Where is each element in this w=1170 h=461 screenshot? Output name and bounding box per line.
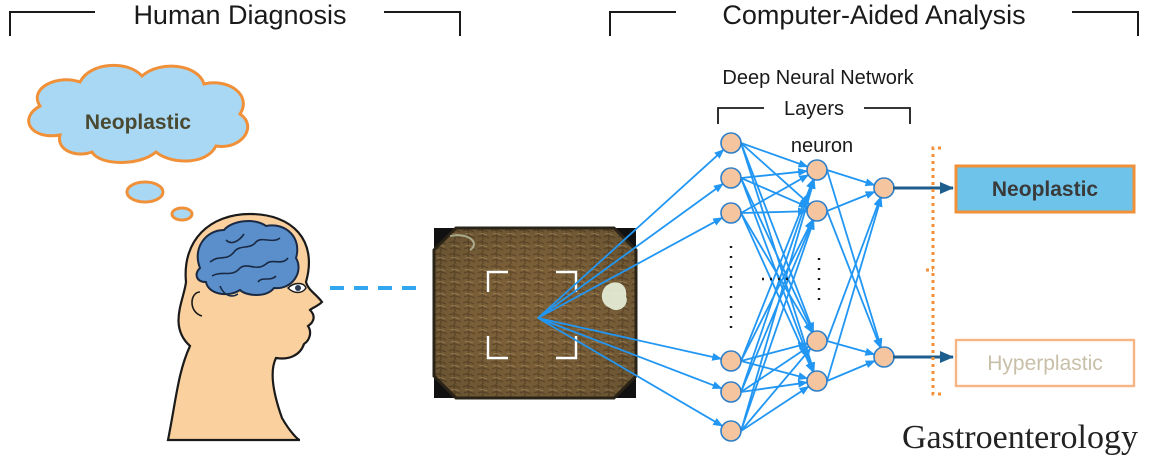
edge-l1-1-to-l2-0 [740, 168, 809, 179]
neuron-layer2-1 [806, 200, 828, 222]
neuron-layer2-2 [806, 330, 828, 352]
neuron-layer2-0 [806, 159, 828, 181]
journal-name: Gastroenterology [902, 419, 1138, 456]
edge-l1-3-to-l2-2 [740, 341, 809, 362]
ellipsis-dots [729, 246, 821, 334]
edge-l1-2-to-l2-0 [740, 174, 810, 214]
header-right-title: Computer-Aided Analysis [722, 0, 1025, 30]
output-box-top [954, 164, 1136, 214]
human-head [166, 212, 324, 442]
bracket-left-start [9, 11, 95, 36]
edge-l2-3-to-l3-0 [826, 196, 883, 382]
neuron-layer1-0 [720, 132, 742, 154]
edge-l1-1-to-l2-1 [740, 177, 809, 208]
edge-l1-5-to-l2-3 [740, 385, 810, 432]
edge-input-to-l1-1 [537, 183, 724, 319]
edge-l2-2-to-l3-1 [826, 340, 876, 356]
bracket-left-end [384, 11, 461, 36]
bracket-right-end [1072, 11, 1139, 36]
neuron-layer3-0 [873, 177, 895, 199]
edge-l2-3-to-l3-1 [826, 360, 876, 382]
cloud-shape [27, 63, 250, 164]
specular-highlight [601, 282, 627, 311]
ear [191, 291, 203, 317]
edge-l1-1-to-l2-2 [740, 177, 814, 333]
edge-l2-0-to-l3-1 [826, 169, 883, 349]
neuron-layer2-3 [806, 370, 828, 392]
thought-bubble-medium [125, 180, 165, 204]
edge-l1-5-to-l2-1 [740, 219, 815, 432]
layers-bracket: Layers [717, 98, 911, 124]
edge-l1-3-to-l2-1 [740, 219, 814, 362]
neuron-layer1-5 [720, 420, 742, 442]
neuron-layer1-3 [720, 350, 742, 372]
edge-l2-2-to-l3-0 [826, 196, 882, 342]
edge-l1-2-to-l2-1 [740, 207, 809, 216]
output-box-bottom [954, 338, 1136, 388]
layers-label: Layers [784, 98, 844, 120]
header-left-title: Human Diagnosis [133, 0, 346, 30]
output-label-bottom: Hyperplastic [987, 352, 1103, 375]
eye-icon [287, 282, 307, 294]
edge-l1-0-to-l2-0 [740, 142, 809, 168]
network-neurons [720, 132, 895, 442]
edge-l1-4-to-l2-0 [740, 178, 815, 393]
header-right: Computer-Aided Analysis [609, 0, 1139, 36]
neuron-layer1-1 [720, 167, 742, 189]
thought-bubble-small [170, 206, 194, 222]
edge-input-to-l1-4 [537, 317, 723, 390]
output-hyperplastic: Hyperplastic [954, 338, 1136, 388]
edge-input-to-l1-2 [537, 216, 724, 319]
neuron-layer3-1 [873, 346, 895, 368]
edge-l2-1-to-l3-1 [826, 210, 882, 349]
network-connections [537, 142, 883, 432]
edge-l2-1-to-l3-0 [826, 190, 876, 212]
edge-input-to-l1-0 [537, 149, 725, 319]
network-title: Deep Neural Network [722, 67, 914, 89]
edge-input-to-l1-3 [537, 317, 723, 361]
edge-l2-0-to-l3-0 [826, 169, 876, 187]
output-label-top: Neoplastic [992, 178, 1099, 201]
thought-cloud: Neoplastic [27, 63, 250, 222]
header-left: Human Diagnosis [9, 0, 461, 36]
edge-l1-4-to-l2-2 [740, 345, 810, 393]
neuron-label: neuron [791, 135, 853, 157]
neuron-layer1-4 [720, 381, 742, 403]
neuron-layer1-2 [720, 202, 742, 224]
focus-brackets [486, 270, 578, 360]
thought-label: Neoplastic [85, 111, 192, 134]
edge-l1-3-to-l2-0 [740, 178, 815, 362]
brain-icon [195, 220, 300, 297]
endoscopy-image [432, 226, 638, 400]
edge-l1-5-to-l2-2 [740, 347, 812, 432]
edge-input-to-l1-5 [537, 317, 724, 427]
bracket-right-start [609, 11, 676, 36]
edge-l1-5-to-l2-0 [740, 178, 816, 432]
output-bracket [926, 146, 941, 396]
edge-l1-0-to-l2-2 [740, 142, 815, 333]
output-neoplastic: Neoplastic [954, 164, 1136, 214]
